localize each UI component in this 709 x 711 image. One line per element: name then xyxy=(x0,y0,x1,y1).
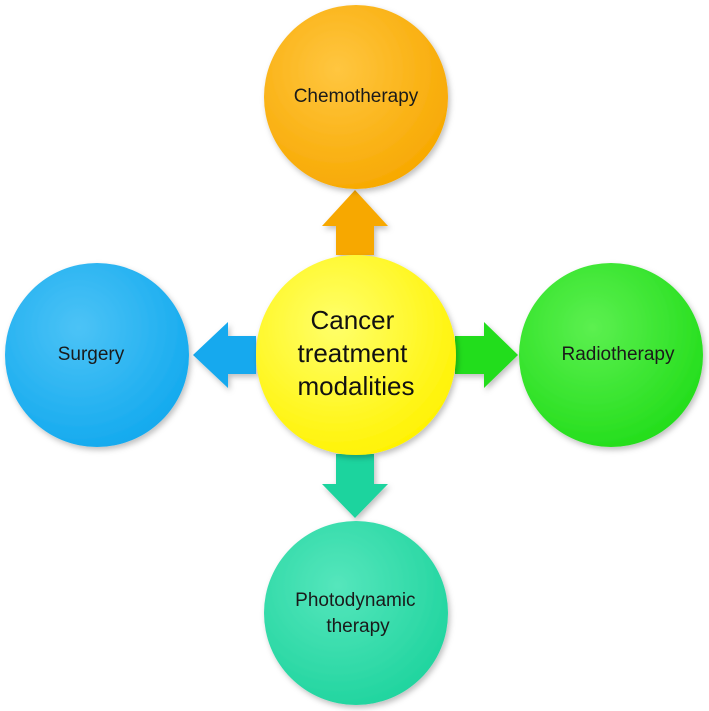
node-surgery xyxy=(5,263,189,447)
node-photodynamic-therapy-label: Photodynamic therapy xyxy=(295,590,421,637)
arrow-right xyxy=(455,322,518,388)
arrow-down xyxy=(322,454,388,518)
arrow-up xyxy=(322,190,388,255)
node-chemotherapy xyxy=(264,5,448,189)
arrow-left xyxy=(193,322,256,388)
center-node-label: Cancer treatment modalities xyxy=(297,305,414,401)
center-node xyxy=(256,255,456,455)
node-photodynamic-therapy xyxy=(264,521,448,705)
node-surgery-label: Surgery xyxy=(58,344,125,365)
node-radiotherapy-label: Radiotherapy xyxy=(561,344,675,365)
node-radiotherapy xyxy=(519,263,703,447)
node-chemotherapy-label: Chemotherapy xyxy=(294,86,419,107)
